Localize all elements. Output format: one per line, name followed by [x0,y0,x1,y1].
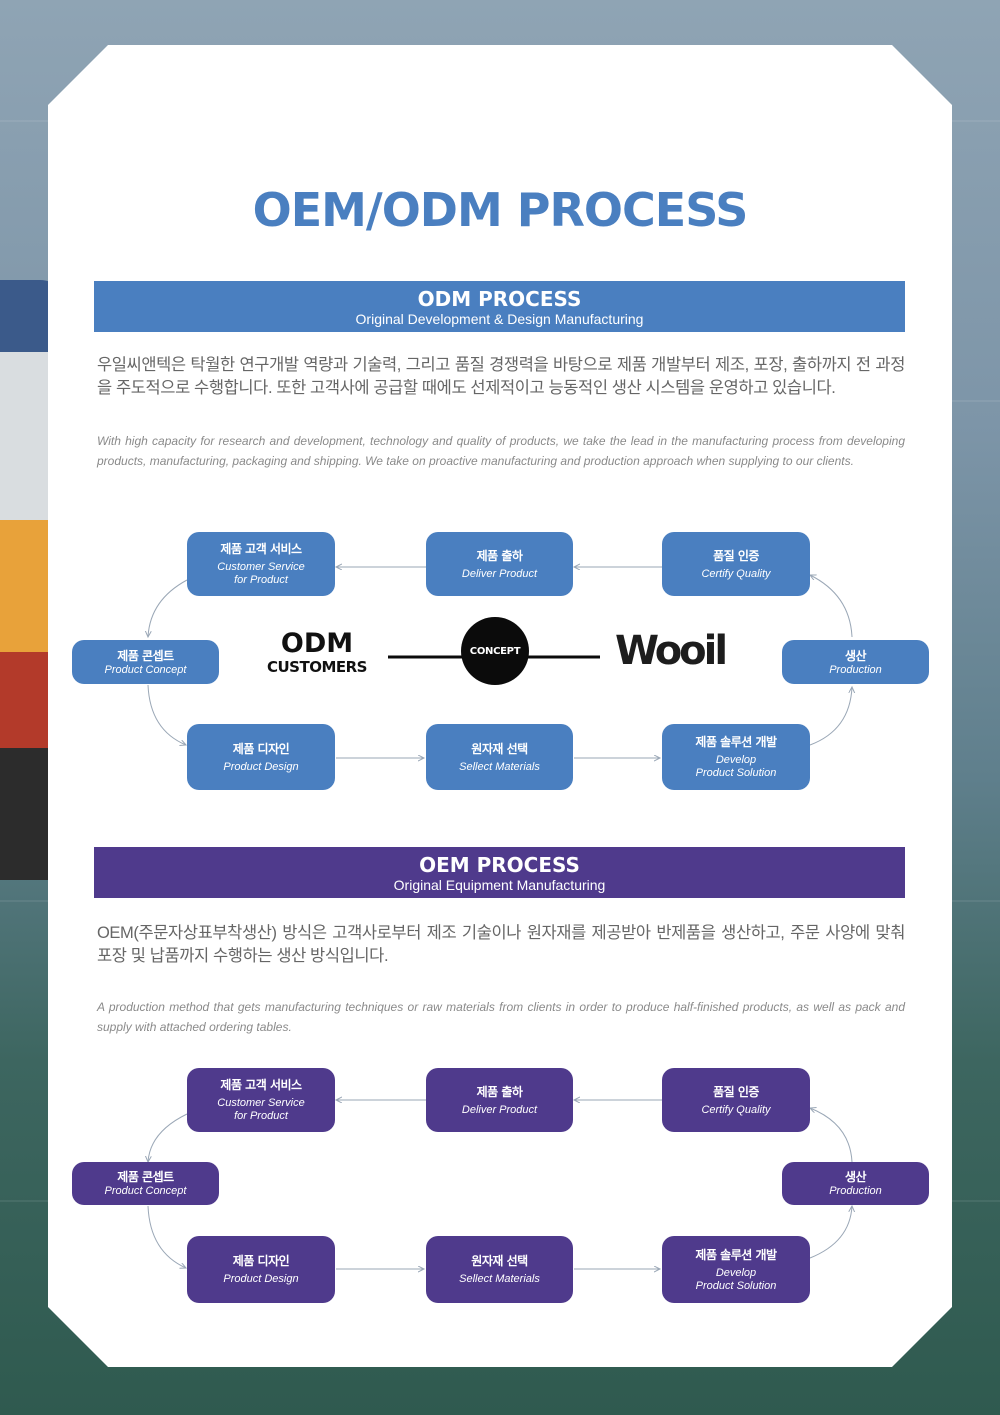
odm-banner: ODM PROCESS Original Development & Desig… [94,281,905,332]
oem-node-materials: 원자재 선택 Sellect Materials [426,1236,573,1303]
oem-banner: OEM PROCESS Original Equipment Manufactu… [94,847,905,898]
node-label-en: Product Concept [104,1185,187,1197]
oem-korean-description: OEM(주문자상표부착생산) 방식은 고객사로부터 제조 기술이나 원자재를 제… [97,924,905,965]
node-label-kr: 제품 콘셉트 [117,648,174,663]
odm-node-materials: 원자재 선택 Sellect Materials [426,724,573,790]
oem-english-description: A production method that gets manufactur… [97,1000,905,1034]
odm-node-solution: 제품 솔루션 개발 Develop Product Solution [662,724,810,790]
oem-node-certify: 품질 인증 Certify Quality [662,1068,810,1132]
node-label-kr: 제품 고객 서비스 [220,1078,302,1092]
oem-node-concept: 제품 콘셉트 Product Concept [72,1162,219,1205]
odm-customers-line2: CUSTOMERS [266,658,368,676]
node-label-en: Product Concept [104,663,187,676]
page-title: OEM/ODM PROCESS [252,183,749,237]
oem-diagram: 제품 고객 서비스 Customer Service for Product 제… [0,1062,1000,1332]
node-label-kr: 생산 [844,1170,867,1184]
oem-node-customer-service: 제품 고객 서비스 Customer Service for Product [187,1068,335,1132]
odm-node-deliver: 제품 출하 Deliver Product [426,532,573,596]
odm-node-design: 제품 디자인 Product Design [187,724,335,790]
node-label-en: Sellect Materials [459,760,540,773]
odm-english-description: With high capacity for research and deve… [97,434,905,468]
node-label-kr: 제품 디자인 [232,741,290,756]
oem-connectors [0,1062,1000,1332]
node-label-en: Certify Quality [701,567,771,580]
oem-node-deliver: 제품 출하 Deliver Product [426,1068,573,1132]
oem-title: OEM PROCESS [419,853,580,877]
node-label-en: Product Design [223,760,299,773]
node-label-kr: 품질 인증 [713,548,759,563]
node-label-kr: 제품 디자인 [232,1254,290,1268]
node-label-kr: 품질 인증 [713,1084,759,1099]
node-label-kr: 제품 출하 [476,1084,523,1099]
node-label-en: Develop Product Solution [695,1266,777,1292]
odm-customers-label: ODM CUSTOMERS [262,628,372,677]
oem-node-production: 생산 Production [782,1162,929,1205]
node-label-kr: 제품 솔루션 개발 [695,1247,777,1262]
oem-subtitle: Original Equipment Manufacturing [393,877,606,893]
odm-subtitle: Original Development & Design Manufactur… [355,311,644,327]
node-label-en: Customer Service for Product [217,1097,305,1122]
oem-node-solution: 제품 솔루션 개발 Develop Product Solution [662,1236,810,1303]
oem-node-design: 제품 디자인 Product Design [187,1236,335,1303]
odm-node-production: 생산 Production [782,640,929,684]
node-label-kr: 제품 솔루션 개발 [695,735,777,749]
node-label-kr: 원자재 선택 [471,741,528,756]
node-label-en: Customer Service for Product [217,561,305,586]
node-label-kr: 제품 고객 서비스 [220,542,302,556]
concept-circle: CONCEPT [461,617,529,685]
node-label-en: Product Design [223,1273,299,1285]
node-label-en: Sellect Materials [459,1273,540,1285]
odm-korean-description: 우일씨앤텍은 탁월한 연구개발 역량과 기술력, 그리고 품질 경쟁력을 바탕으… [97,356,905,397]
node-label-kr: 제품 출하 [476,548,523,563]
node-label-en: Deliver Product [461,1103,538,1116]
odm-customers-line1: ODM [280,628,354,659]
content-card [48,45,952,1367]
node-label-en: Deliver Product [461,567,538,580]
odm-node-concept: 제품 콘셉트 Product Concept [72,640,219,684]
odm-node-certify: 품질 인증 Certify Quality [662,532,810,596]
odm-node-customer-service: 제품 고객 서비스 Customer Service for Product [187,532,335,596]
node-label-en: Production [829,1185,882,1197]
odm-title: ODM PROCESS [417,287,582,311]
node-label-en: Develop Product Solution [695,754,777,779]
node-label-kr: 원자재 선택 [471,1254,528,1268]
node-label-kr: 제품 콘셉트 [117,1170,174,1184]
node-label-kr: 생산 [844,648,867,663]
node-label-en: Production [829,663,882,676]
odm-diagram: 제품 고객 서비스 Customer Service for Product 제… [0,525,1000,795]
node-label-en: Certify Quality [701,1103,771,1116]
wooil-logo: Wooil [615,628,728,674]
